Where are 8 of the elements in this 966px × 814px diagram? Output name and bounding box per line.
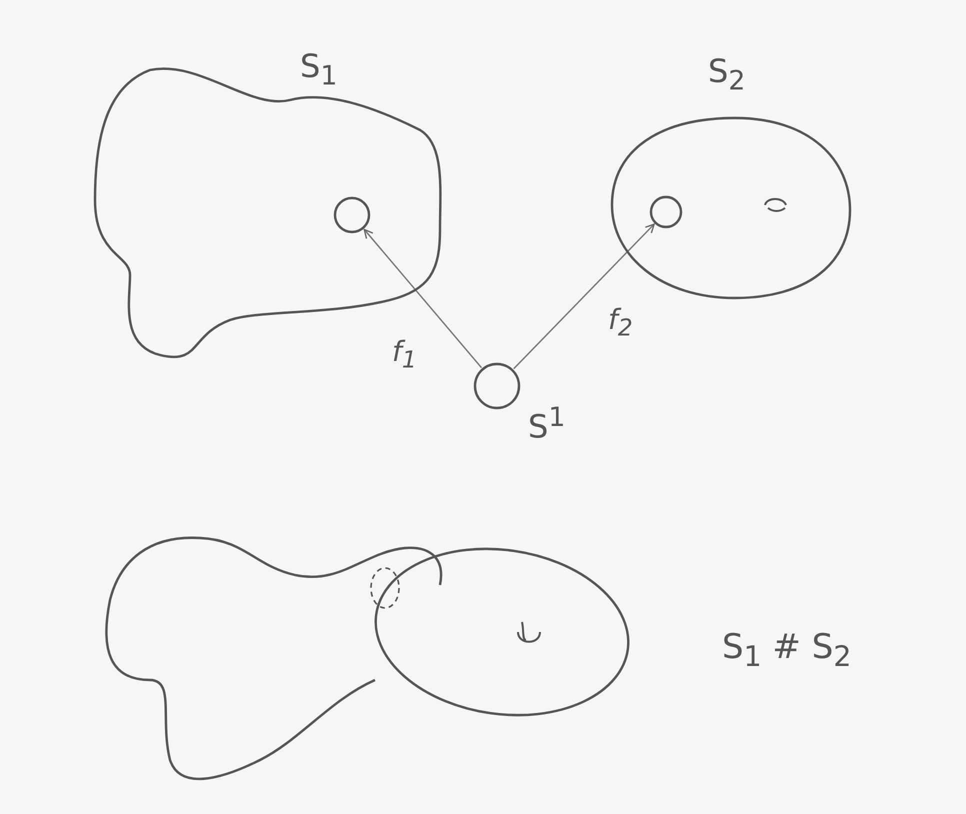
surface-label: S$^{1}$	[528, 405, 566, 443]
arrow	[513, 224, 655, 370]
formula-label: S$_{1}$ # S$_{2}$	[722, 630, 852, 672]
surface-label: S$_{2}$	[708, 55, 746, 96]
surface-label: S$_{1}$	[300, 50, 338, 90]
arrow	[364, 228, 482, 368]
small-circle	[649, 195, 683, 229]
small-circle	[333, 196, 371, 234]
